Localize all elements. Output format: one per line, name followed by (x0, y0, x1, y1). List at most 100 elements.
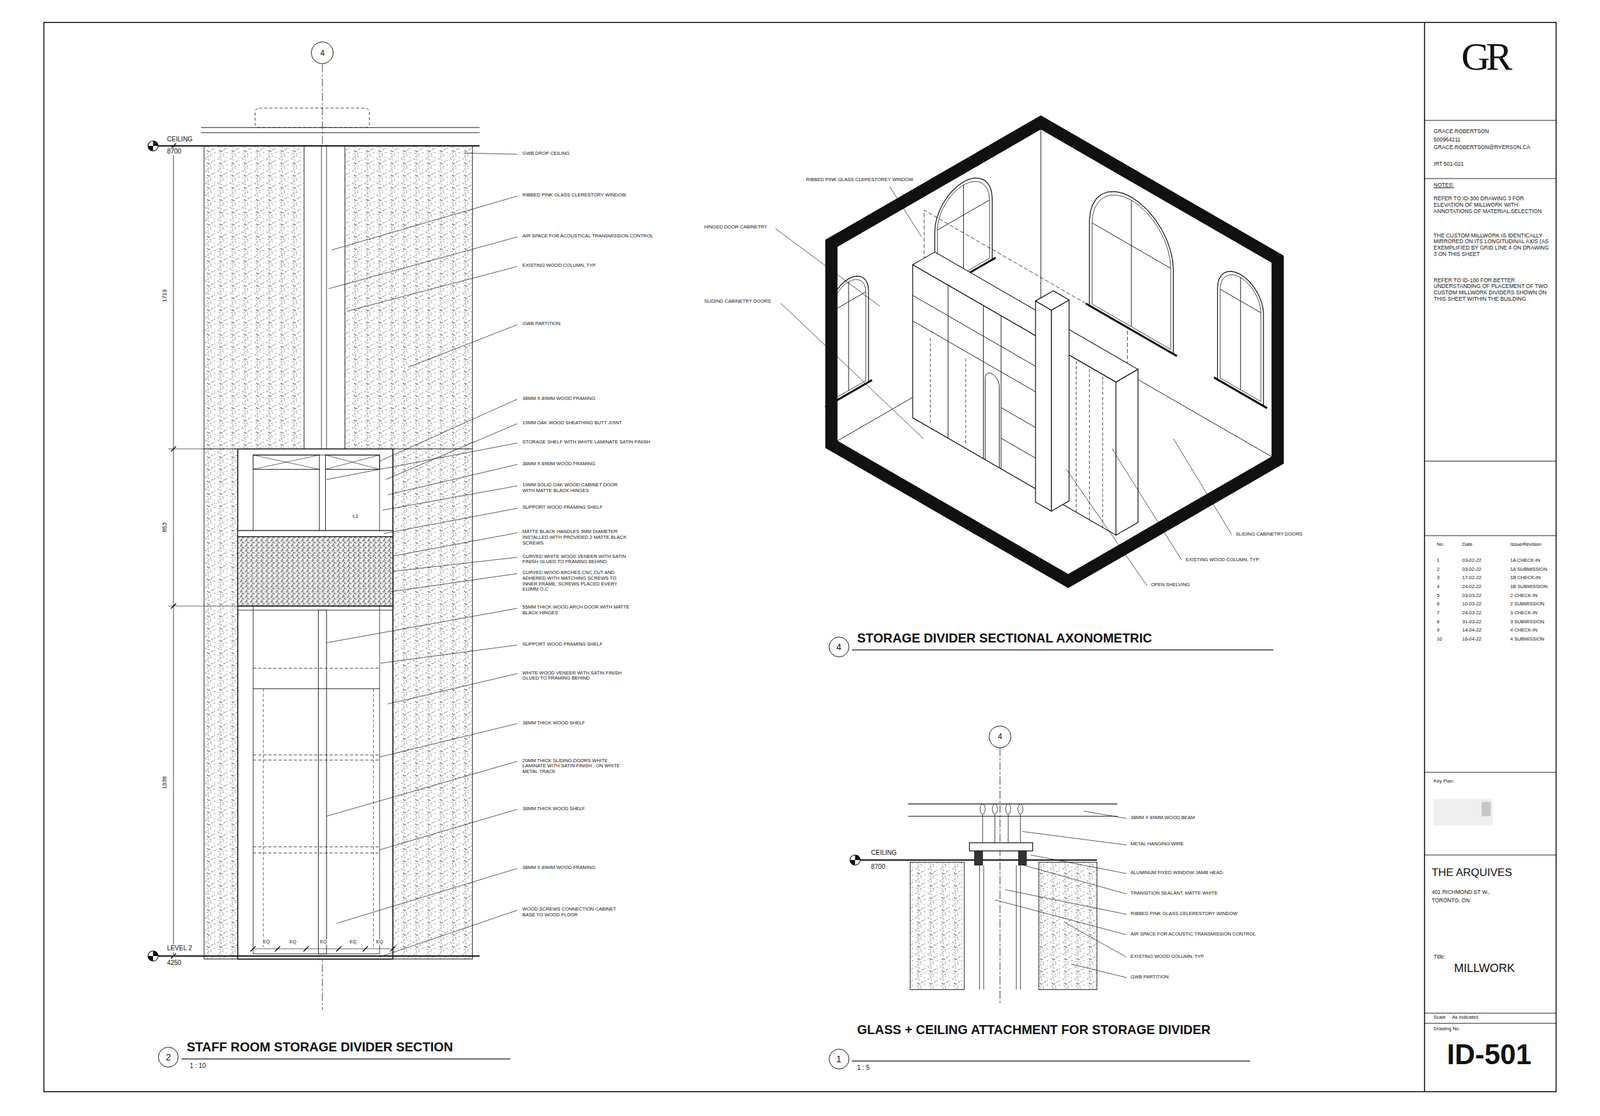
annotation-text: HINGED DOOR CABINETRY (704, 224, 768, 231)
title-block-text: 16-04-22 (1462, 636, 1482, 643)
cabinet-outline (237, 449, 393, 960)
title-block-text: GRACE ROBERTSON (1433, 128, 1489, 136)
annotation-text: CURVED WHITE WOOD VENEER WITH SATIN FINI… (522, 554, 630, 566)
dimension-tick (170, 953, 176, 959)
annotation-text: RIBBED PINK GLASS CLERESTORY WINDOW (522, 192, 626, 199)
dimension-text: 1938 (161, 776, 168, 790)
cabinet-division (983, 305, 984, 459)
annotation-text: STORAGE SHELF WITH WHITE LAMINATE SATIN … (522, 439, 651, 446)
leader-line (464, 152, 518, 155)
logo-cell: GR (1424, 22, 1557, 121)
column-top (1035, 290, 1069, 310)
framing-cross (252, 455, 320, 470)
leader-line (1071, 964, 1127, 978)
scale-cell: ScaleAs indicated (1424, 1013, 1557, 1024)
glass-line (321, 145, 322, 450)
leader-line (328, 236, 518, 289)
dimension-tick (303, 946, 309, 952)
title-block-text: 10 (1436, 636, 1442, 643)
key-plan-image (1481, 801, 1491, 816)
annotation-text: OPEN SHELVING (1150, 582, 1190, 589)
annotation-text: CURVED WOOD ARCHES CNC CUT AND ADHERED W… (522, 570, 630, 593)
wall-corner-line (1040, 122, 1042, 324)
dimension-tick (275, 946, 281, 952)
title-block-text: 1A CHECK-IN (1510, 558, 1541, 564)
hanging-wire (1008, 814, 1009, 843)
title-block-text: 5 (1436, 593, 1440, 600)
framing-cross (252, 455, 320, 470)
level-datum-value: 4250 (166, 959, 182, 968)
hidden-line (263, 688, 264, 950)
dimension-tick (336, 946, 342, 952)
leader-line (995, 899, 1128, 936)
cabinet-inner-outline (252, 455, 380, 955)
transition-sealant (974, 851, 984, 866)
drawing-title: GLASS + CEILING ATTACHMENT FOR STORAGE D… (856, 1023, 1225, 1037)
scale-text: 1 : 10 (190, 1062, 207, 1071)
sliding-door-line (965, 356, 966, 444)
title-block-text: REFER TO ID-300 DRAWING 3 FOR ELEVATION … (1433, 195, 1551, 215)
title-block-text: 2 CHECK-IN (1510, 593, 1538, 600)
title-block-line (1424, 1013, 1557, 1014)
annotation-text: GWB DROP CEILING (522, 151, 570, 157)
key-plan-cell: Key Plan (1424, 772, 1557, 856)
glass-line (983, 865, 984, 991)
dimension-tick (250, 946, 256, 952)
wood-column-stipple (910, 862, 965, 990)
title-block-text: 1B CHECK-IN (1510, 575, 1542, 582)
title-underline (181, 1058, 511, 1060)
annotation-text: 38MM THICK WOOD SHELF (522, 720, 585, 727)
leader-line (889, 186, 921, 237)
leader-line (1004, 889, 1127, 915)
hanging-wire-loop (1017, 803, 1023, 815)
annotation-text: SLIDING CABINETRY DOORS (704, 298, 771, 305)
annotation-text: 19MM SOLID OAK WOOD CABINET DOOR WITH MA… (522, 482, 630, 494)
title-underline (851, 1061, 1250, 1062)
air-space (304, 145, 345, 450)
hanging-wire-loop (979, 803, 985, 815)
annotation-text: WOOD SCREWS CONNECTION CABINET BASE TO W… (522, 906, 630, 918)
title-block-line (1424, 178, 1557, 180)
title-block-text: NOTES: (1433, 182, 1455, 189)
cabinet-divider (319, 469, 320, 531)
dimension-line (252, 948, 393, 950)
leader-line (392, 557, 518, 572)
hidden-line (252, 759, 380, 761)
annotation-text: ALUMINUM FIXED WINDOW JAMB HEAD (1130, 870, 1224, 877)
annotation-text: MATTE BLACK HANDLES 5MM DIAMETER INSTALL… (522, 529, 630, 546)
title-block-text: Scale (1433, 1015, 1446, 1021)
arch-veneer (237, 536, 393, 607)
sliding-door-line (1075, 359, 1077, 512)
arched-window (1217, 271, 1264, 406)
level-datum-symbol (147, 951, 159, 962)
leader-line (379, 723, 518, 758)
leader-line (379, 910, 518, 958)
leader-line (1030, 855, 1127, 874)
framing-cross (325, 455, 381, 470)
title-block-text: 03-03-22 (1462, 593, 1482, 600)
wood-column-stipple (204, 449, 473, 960)
section-cut-outline (831, 122, 1278, 582)
title-block-text: 17-02-22 (1462, 575, 1482, 582)
leader-line (336, 868, 518, 924)
wood-column-stipple (1038, 862, 1097, 990)
view-number: 2 (165, 1052, 171, 1062)
leader-line (1022, 831, 1128, 845)
window-mullion (963, 184, 964, 274)
dimension-text: 1719 (161, 289, 168, 303)
cabinet-tag: L1 (352, 513, 360, 520)
title-block-text: 4 (1436, 584, 1440, 591)
annotation-text: 38MM X 89MM WOOD FRAMING (522, 461, 596, 468)
cabinet-division (947, 285, 949, 439)
annotation-text: WHITE WOOD VENEER WITH SATIN FINISH GLUE… (522, 670, 630, 682)
dimension-tick (170, 603, 176, 609)
leader-line (387, 464, 518, 496)
annotation-text: GWB PARTITION (1130, 974, 1169, 981)
title-block-text: 03-02-22 (1462, 567, 1482, 573)
leader-line (387, 673, 518, 705)
title-block-text: 14-04-22 (1462, 627, 1482, 634)
key-plan-image (1433, 798, 1493, 825)
leader-line (326, 761, 518, 817)
dimension-text: EQ (262, 939, 271, 946)
hidden-line (373, 688, 374, 950)
